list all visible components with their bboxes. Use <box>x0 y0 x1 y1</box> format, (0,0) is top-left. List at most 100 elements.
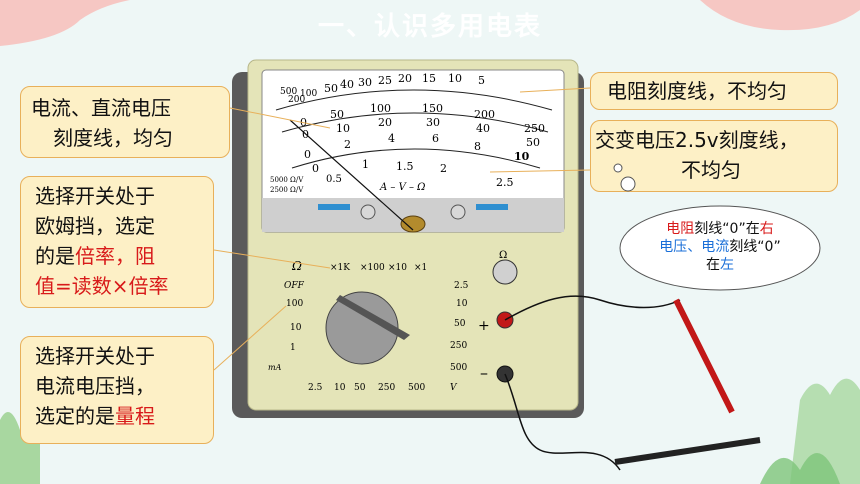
dc-a-200: 200 <box>474 108 495 121</box>
slide-title-bar: 一、认识多用电表 <box>0 0 860 42</box>
ac-range-10: 10 <box>456 299 468 309</box>
range-x100: ×100 <box>360 263 385 273</box>
range-x1k: ×1K <box>330 263 350 273</box>
callout-text-line: 欧姆挡，选定 <box>35 214 155 238</box>
callout-text-line: 刻度线，均匀 <box>53 126 173 150</box>
red-lead-wire <box>504 295 681 321</box>
v-label: V <box>450 383 458 393</box>
cloud-highlight: 左 <box>720 257 734 273</box>
range-selector-knob[interactable] <box>325 291 399 365</box>
ac-arc <box>291 148 541 169</box>
callout-text: 选定的是 <box>35 404 115 428</box>
ma-range-100: 100 <box>286 299 303 309</box>
cloud-text-span: 刻线“0” <box>729 239 781 255</box>
black-probe[interactable] <box>614 437 761 465</box>
range-x1: ×1 <box>414 263 427 273</box>
pink-blob-right <box>700 0 860 31</box>
dc-a-150: 150 <box>422 102 443 115</box>
callout-resistance-scale: 电阻刻度线，不均匀 <box>590 72 838 110</box>
ma-range-1: 1 <box>290 343 296 353</box>
plus-terminal-label: + <box>478 318 490 334</box>
callout-text-line: 选定的是量程 <box>35 401 213 431</box>
dc-c-10: 10 <box>514 150 530 163</box>
blue-mark-left <box>318 204 350 210</box>
ac-2: 2 <box>440 162 447 175</box>
dc-b-20: 20 <box>378 116 392 129</box>
callout-text-line: 电流电压挡， <box>35 374 155 398</box>
ac-range-500: 500 <box>450 363 467 373</box>
cloud-line-1: 电阻刻线“0”在右 <box>632 220 808 238</box>
off-label: OFF <box>284 281 305 291</box>
cloud-line-3: 在左 <box>632 256 808 274</box>
callout-text-line: 交变电压2.5v刻度线， <box>595 128 799 152</box>
leader-resistance-scale <box>519 87 591 93</box>
ac-2.5: 2.5 <box>496 176 514 189</box>
cloud-text-span: 刻线“0”在 <box>694 221 760 237</box>
plant-right <box>790 378 860 484</box>
dc-c-6: 6 <box>432 132 439 145</box>
ohm-tick-50: 50 <box>324 82 338 95</box>
ac-1.5: 1.5 <box>396 160 414 173</box>
red-probe[interactable] <box>673 298 735 414</box>
cloud-text: 电阻刻线“0”在右 电压、电流刻线“0” 在左 <box>632 220 808 274</box>
ohm-tick-25: 25 <box>378 74 392 87</box>
ohm-arc <box>275 89 553 111</box>
dcv-range-250: 250 <box>378 383 395 393</box>
cloud-highlight: 电压、电流 <box>659 239 730 255</box>
ma-range-10: 10 <box>290 323 302 333</box>
ohm-tick-20: 20 <box>398 72 412 85</box>
callout-highlight: 值=读数×倍率 <box>35 274 169 298</box>
zero-adjust-screw[interactable] <box>400 215 426 233</box>
leader-current-switch <box>213 305 287 371</box>
leader-ac-scale <box>489 169 591 173</box>
dc-arc <box>281 112 549 133</box>
ma-label: mA <box>268 363 282 372</box>
dc-a-100: 100 <box>370 102 391 115</box>
callout-text: 的是 <box>35 244 75 268</box>
dc-b-30: 30 <box>426 116 440 129</box>
callout-text-line: 不均匀 <box>681 158 741 182</box>
dc-b-50: 50 <box>526 136 540 149</box>
ohm-tick-30: 30 <box>358 76 372 89</box>
dcv-range-10: 10 <box>334 383 346 393</box>
leader-current-scale <box>229 107 331 129</box>
pink-blob-left <box>0 0 130 46</box>
callout-text-line: 电流、直流电压 <box>31 96 171 120</box>
cloud-text-span: 在 <box>706 257 720 273</box>
ac-range-2.5: 2.5 <box>454 281 469 291</box>
cloud-bubble-small <box>613 163 623 173</box>
dc-a-50: 50 <box>330 108 344 121</box>
shrub-right <box>760 452 840 484</box>
callout-ohm-switch: 选择开关处于 欧姆挡，选定 的是倍率，阻 值=读数×倍率 <box>20 176 214 308</box>
spec-2500: 2500 Ω/V <box>270 186 304 194</box>
slide-title: 一、认识多用电表 <box>317 12 542 42</box>
screw-left <box>360 204 376 220</box>
dcv-range-500: 500 <box>408 383 425 393</box>
callout-current-switch: 选择开关处于 电流电压挡， 选定的是量程 <box>20 336 214 444</box>
ac-1: 1 <box>362 158 369 171</box>
cloud-highlight: 右 <box>759 221 774 237</box>
minus-terminal-label: – <box>480 363 488 382</box>
leader-ohm-switch <box>213 249 331 269</box>
dcv-range-50: 50 <box>354 383 366 393</box>
cloud-highlight: 电阻 <box>666 221 695 237</box>
callout-text-line: 选择开关处于 <box>35 184 155 208</box>
blue-mark-right <box>476 204 508 210</box>
cloud-line-2: 电压、电流刻线“0” <box>632 238 808 256</box>
callout-text-line: 电阻刻度线，不均匀 <box>607 79 787 103</box>
dc-a-250: 250 <box>524 122 545 135</box>
dc-b-10: 10 <box>336 122 350 135</box>
dc-b-40: 40 <box>476 122 490 135</box>
ac-range-50: 50 <box>454 319 466 329</box>
ac-range-250: 250 <box>450 341 467 351</box>
ac-0: 0 <box>312 162 319 175</box>
ohm-tick-200: 200 <box>288 95 305 105</box>
ohm-adjust-knob[interactable] <box>492 259 518 285</box>
callout-highlight: 量程 <box>115 404 155 428</box>
dial-label: A – V – Ω <box>379 182 425 193</box>
dc-c-4: 4 <box>388 132 395 145</box>
dc-c-0: 0 <box>304 148 311 161</box>
